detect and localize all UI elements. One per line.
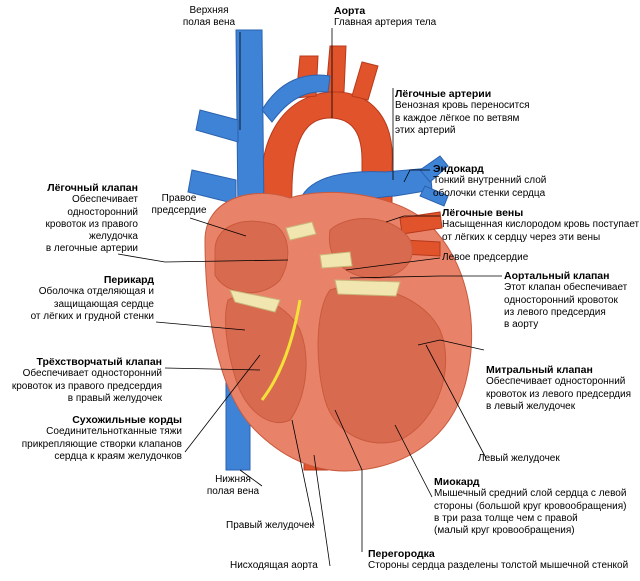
label-right-atrium: Правое предсердие <box>151 193 207 217</box>
label-chordae: Сухожильные корды Соединительнотканные т… <box>21 414 182 462</box>
label-mitral-valve: Митральный клапан Обеспечивает односторо… <box>486 364 631 412</box>
label-pulmonary-arteries: Лёгочные артерии Венозная кровь переноси… <box>395 88 530 136</box>
aorta-branch <box>325 45 347 93</box>
leader-lines <box>117 28 502 567</box>
heart-illustration <box>187 29 473 472</box>
label-septum: Перегородка Стороны сердца разделены тол… <box>368 548 629 572</box>
svc-branch <box>261 74 331 123</box>
right-atrium-cavity <box>214 220 289 294</box>
pulmonary-artery-left <box>187 169 237 205</box>
label-aorta: Аорта Главная артерия тела <box>334 5 437 29</box>
conduction-fiber <box>260 299 302 401</box>
label-pericard: Перикард Оболочка отделяющая и защищающа… <box>30 274 154 322</box>
mitral-valve-shape <box>334 279 401 297</box>
pulmonary-vein <box>399 211 443 235</box>
label-superior-vena-cava: Верхняя полая вена <box>182 5 236 29</box>
label-pulmonary-veins: Лёгочные вены Насыщенная кислородом кров… <box>442 207 640 243</box>
label-descending-aorta: Нисходящая аорта <box>230 560 318 571</box>
label-inferior-vena-cava: Нижняя полая вена <box>206 474 260 498</box>
pulmonary-artery-branch <box>419 155 449 183</box>
pulmonary-valve-shape <box>285 221 317 241</box>
aortic-arch <box>260 91 393 211</box>
label-right-ventricle: Правый желудочек <box>226 520 314 531</box>
pulmonary-artery-branch <box>419 185 449 207</box>
aortic-valve-shape <box>319 251 353 269</box>
left-ventricle-cavity <box>317 285 447 444</box>
label-left-atrium: Левое предсердие <box>442 252 529 263</box>
tricuspid-valve-shape <box>229 289 281 313</box>
right-ventricle-cavity <box>225 295 307 424</box>
label-myocard: Миокард Мышечный средний слой сердца с л… <box>434 476 627 537</box>
label-tricuspid-valve: Трёхстворчатый клапан Обеспечивает однос… <box>11 356 162 404</box>
label-left-ventricle: Левый желудочек <box>478 453 560 464</box>
aorta-branch <box>351 61 379 101</box>
svc-branch-left <box>195 109 239 143</box>
label-aortic-valve: Аортальный клапан Этот клапан обеспечива… <box>504 270 628 331</box>
label-pulmonary-valve: Лёгочный клапан Обеспечивает односторонн… <box>45 182 138 255</box>
label-endocard: Эндокард Тонкий внутренний слой оболочки… <box>433 163 547 199</box>
